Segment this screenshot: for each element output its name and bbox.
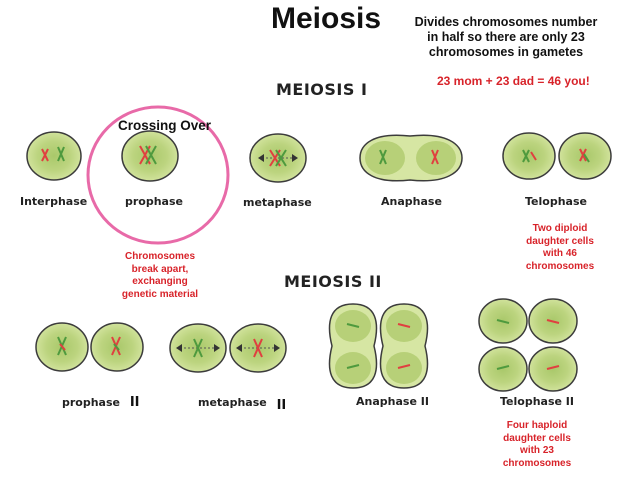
meiosis-two-heading: MEIOSIS II	[284, 272, 382, 291]
prophase-cell	[121, 130, 179, 182]
prophase-ii-cell-1	[35, 322, 89, 372]
metaphase-ii-cell-1	[169, 323, 227, 373]
prophase-ii-cell-2	[90, 322, 144, 372]
stage-label-metaphase-ii-text: metaphase	[198, 396, 267, 409]
telophase-cell-1	[502, 132, 556, 180]
summary-note: Divides chromosomes number in half so th…	[414, 15, 598, 59]
telophase-cell-2	[558, 132, 612, 180]
stage-label-interphase: Interphase	[20, 195, 88, 208]
crossing-over-label: Crossing Over	[118, 118, 212, 133]
roman-numeral-ii: II	[276, 398, 287, 413]
stage-label-prophase: prophase	[125, 195, 183, 208]
anaphase-ii-cell-1	[328, 303, 378, 389]
telophase-ii-cell-4	[528, 346, 578, 392]
stage-label-telophase-ii: Telophase II	[500, 395, 574, 408]
crossing-over-note: Chromosomes break apart, exchanging gene…	[121, 251, 199, 300]
stage-label-metaphase-ii: metaphase II	[198, 395, 287, 413]
telophase-ii-cell-2	[528, 298, 578, 344]
stage-label-prophase-ii-text: prophase	[62, 396, 120, 409]
telophase-one-note: Two diploid daughter cells with 46 chrom…	[525, 223, 595, 272]
anaphase-cell	[359, 134, 463, 182]
anaphase-ii-cell-2	[379, 303, 429, 389]
crossing-over-highlight-circle	[86, 105, 230, 245]
meiosis-one-heading: MEIOSIS I	[276, 80, 368, 99]
interphase-cell	[26, 131, 82, 181]
stage-label-prophase-ii: prophase II	[62, 395, 140, 410]
roman-numeral-ii: II	[129, 395, 140, 410]
telophase-two-note: Four haploid daughter cells with 23 chro…	[502, 420, 572, 469]
telophase-ii-cell-3	[478, 346, 528, 392]
metaphase-ii-cell-2	[229, 323, 287, 373]
stage-label-anaphase-ii: Anaphase II	[356, 395, 429, 408]
stage-label-anaphase: Anaphase	[381, 195, 442, 208]
metaphase-cell	[249, 133, 307, 183]
telophase-ii-cell-1	[478, 298, 528, 344]
page-title: Meiosis	[271, 2, 382, 35]
parent-math-note: 23 mom + 23 dad = 46 you!	[437, 74, 590, 88]
stage-label-telophase: Telophase	[525, 195, 587, 208]
stage-label-metaphase: metaphase	[243, 196, 312, 209]
